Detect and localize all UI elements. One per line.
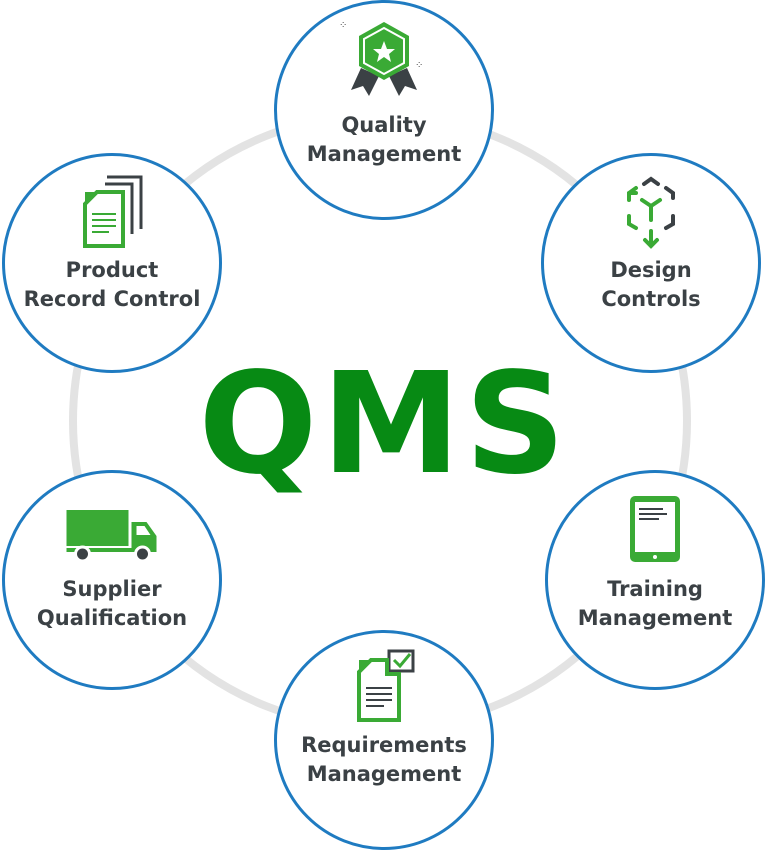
award-badge-icon: ⁘⁘ (339, 20, 423, 96)
truck-icon (66, 510, 157, 563)
node-label-line1: Training (607, 577, 703, 601)
node-label-line1: Requirements (301, 733, 467, 757)
node-label-line1: Design (610, 258, 692, 282)
documents-icon (83, 175, 143, 248)
tablet-icon (630, 496, 680, 562)
node-label-line2: Management (306, 142, 462, 166)
node-label-line2: Qualification (36, 606, 188, 630)
node-label-line1: Supplier (62, 577, 162, 601)
checklist-document-icon (357, 649, 415, 722)
svg-text:⁘: ⁘ (415, 60, 423, 71)
node-label-line1: Quality (341, 113, 427, 137)
node-label-line2: Controls (601, 287, 701, 311)
center-title: QMS (198, 343, 570, 506)
node-label-line2: Management (577, 606, 733, 630)
svg-text:⁘: ⁘ (339, 20, 347, 31)
node-label-line2: Record Control (23, 287, 201, 311)
node-label-line1: Product (65, 258, 159, 282)
node-label-line2: Management (306, 762, 462, 786)
cube-arrows-icon (627, 176, 675, 249)
